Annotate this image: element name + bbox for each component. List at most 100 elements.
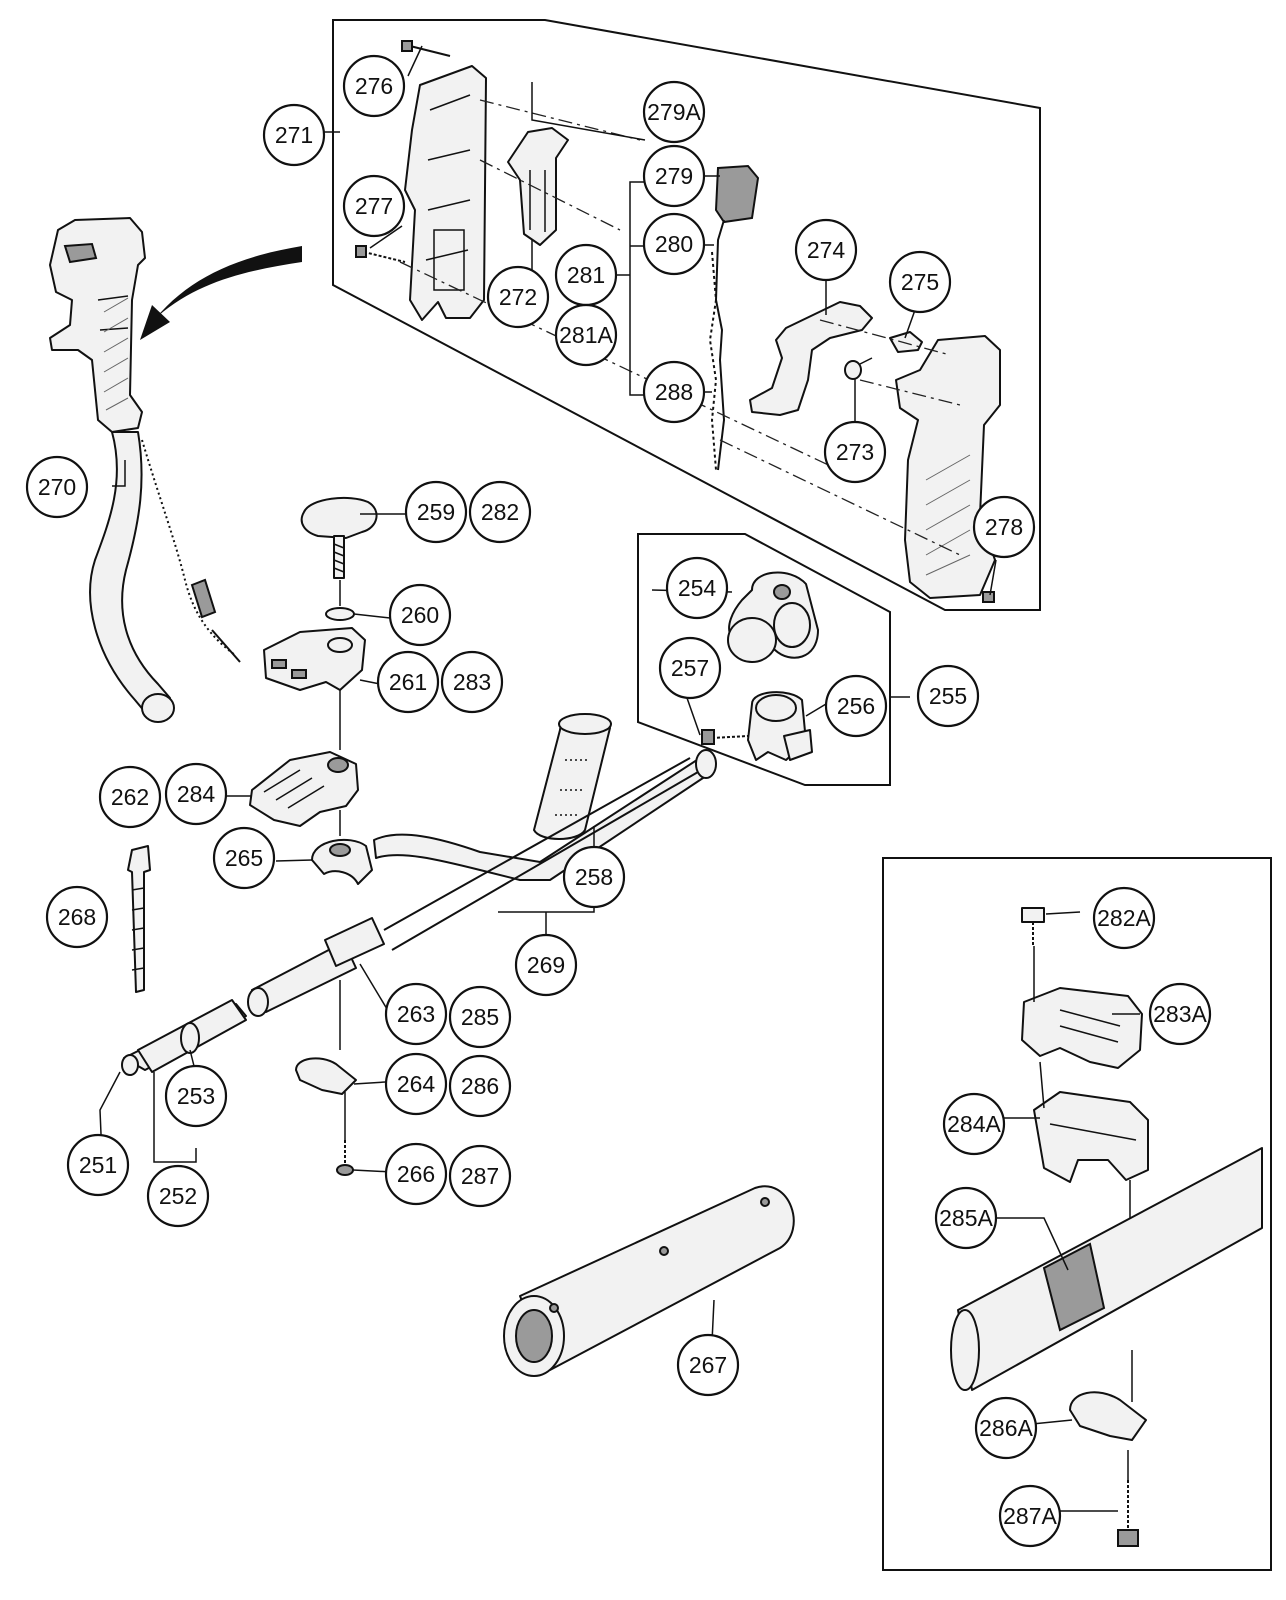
spacer-265 (311, 838, 373, 885)
svg-text:279: 279 (655, 163, 693, 189)
clamp-264 (295, 1057, 357, 1095)
trigger-274 (749, 301, 873, 416)
callout-268: 268 (45, 885, 109, 949)
svg-text:283A: 283A (1153, 1001, 1207, 1027)
callout-283: 283 (440, 650, 504, 714)
lever-272 (507, 127, 569, 246)
throttle-handle-drawing (49, 217, 241, 723)
callout-276: 276 (342, 54, 406, 118)
svg-text:278: 278 (985, 514, 1023, 540)
svg-text:263: 263 (397, 1001, 435, 1027)
knob-259 (300, 496, 378, 579)
callout-255: 255 (916, 664, 980, 728)
svg-text:262: 262 (111, 784, 149, 810)
svg-text:279A: 279A (647, 99, 701, 125)
svg-text:265: 265 (225, 845, 263, 871)
svg-text:287A: 287A (1003, 1503, 1057, 1529)
shaft-assembly (121, 757, 699, 1076)
callout-253: 253 (164, 1064, 228, 1128)
inset-axis (1033, 946, 1133, 1480)
callout-287: 287 (448, 1144, 512, 1208)
svg-text:255: 255 (929, 683, 967, 709)
callout-284A: 284A (942, 1092, 1006, 1156)
svg-text:287: 287 (461, 1163, 499, 1189)
svg-text:258: 258 (575, 864, 613, 890)
svg-text:270: 270 (38, 474, 76, 500)
svg-text:260: 260 (401, 602, 439, 628)
svg-text:285: 285 (461, 1004, 499, 1030)
shaft-285A (950, 1147, 1263, 1391)
svg-text:285A: 285A (939, 1205, 993, 1231)
svg-text:266: 266 (397, 1161, 435, 1187)
svg-text:282: 282 (481, 499, 519, 525)
loop-handle-269 (373, 749, 717, 881)
callout-252: 252 (146, 1164, 210, 1228)
shaft-axis (339, 980, 346, 1140)
svg-text:254: 254 (678, 575, 717, 601)
screw-277 (355, 245, 406, 263)
protector-tube-267 (503, 1185, 795, 1377)
svg-text:277: 277 (355, 193, 393, 219)
callout-263: 263 (384, 982, 448, 1046)
svg-text:264: 264 (397, 1071, 436, 1097)
wire-harness-288 (708, 251, 718, 471)
svg-text:275: 275 (901, 269, 939, 295)
screw-266 (336, 1140, 354, 1176)
callout-274: 274 (794, 218, 858, 282)
handle-case-right (895, 335, 1001, 603)
svg-text:259: 259 (417, 499, 455, 525)
callout-279A: 279A (642, 80, 706, 144)
svg-text:261: 261 (389, 669, 427, 695)
callout-258: 258 (562, 845, 626, 909)
callout-269: 269 (514, 933, 578, 997)
bolt-257 (701, 729, 749, 745)
clamp-286A (1069, 1391, 1147, 1441)
washer-260 (325, 580, 355, 621)
svg-text:284A: 284A (947, 1111, 1001, 1137)
clamp-lower-262 (249, 751, 359, 827)
svg-text:286: 286 (461, 1073, 499, 1099)
callout-271: 271 (262, 103, 326, 167)
svg-text:251: 251 (79, 1152, 117, 1178)
grip-258 (533, 713, 612, 840)
svg-text:274: 274 (807, 237, 846, 263)
svg-text:257: 257 (671, 655, 709, 681)
callout-283A: 283A (1148, 982, 1212, 1046)
svg-text:286A: 286A (979, 1415, 1033, 1441)
callout-282: 282 (468, 480, 532, 544)
callout-256: 256 (824, 674, 888, 738)
svg-text:282A: 282A (1097, 905, 1151, 931)
callout-286: 286 (448, 1054, 512, 1118)
callout-280: 280 (642, 212, 706, 276)
screw-287A (1117, 1480, 1139, 1547)
frame-detail-inset (882, 857, 1272, 1571)
assembly-arrow (140, 246, 302, 340)
callout-272: 272 (486, 265, 550, 329)
svg-text:281A: 281A (559, 322, 613, 348)
callout-261: 261 (376, 650, 440, 714)
callout-285A: 285A (934, 1186, 998, 1250)
callout-270: 270 (25, 455, 89, 519)
callout-264: 264 (384, 1052, 448, 1116)
screw-276 (401, 40, 451, 57)
cable-tie-268 (127, 845, 151, 993)
frame-handle-assembly (332, 19, 1041, 611)
spring-273 (844, 357, 873, 380)
callout-259: 259 (404, 480, 468, 544)
callout-281A: 281A (554, 303, 618, 367)
callout-254: 254 (665, 556, 729, 620)
svg-text:284: 284 (177, 781, 216, 807)
clamp-lower-284A (1033, 1091, 1149, 1183)
svg-text:273: 273 (836, 439, 874, 465)
svg-text:280: 280 (655, 231, 693, 257)
svg-text:271: 271 (275, 122, 313, 148)
screw-282A (1021, 907, 1045, 946)
svg-text:253: 253 (177, 1083, 215, 1109)
clamp-256 (747, 691, 813, 761)
callout-265: 265 (212, 826, 276, 890)
callout-262: 262 (98, 765, 162, 829)
callout-284: 284 (164, 762, 228, 826)
svg-text:252: 252 (159, 1183, 197, 1209)
svg-text:267: 267 (689, 1352, 727, 1378)
